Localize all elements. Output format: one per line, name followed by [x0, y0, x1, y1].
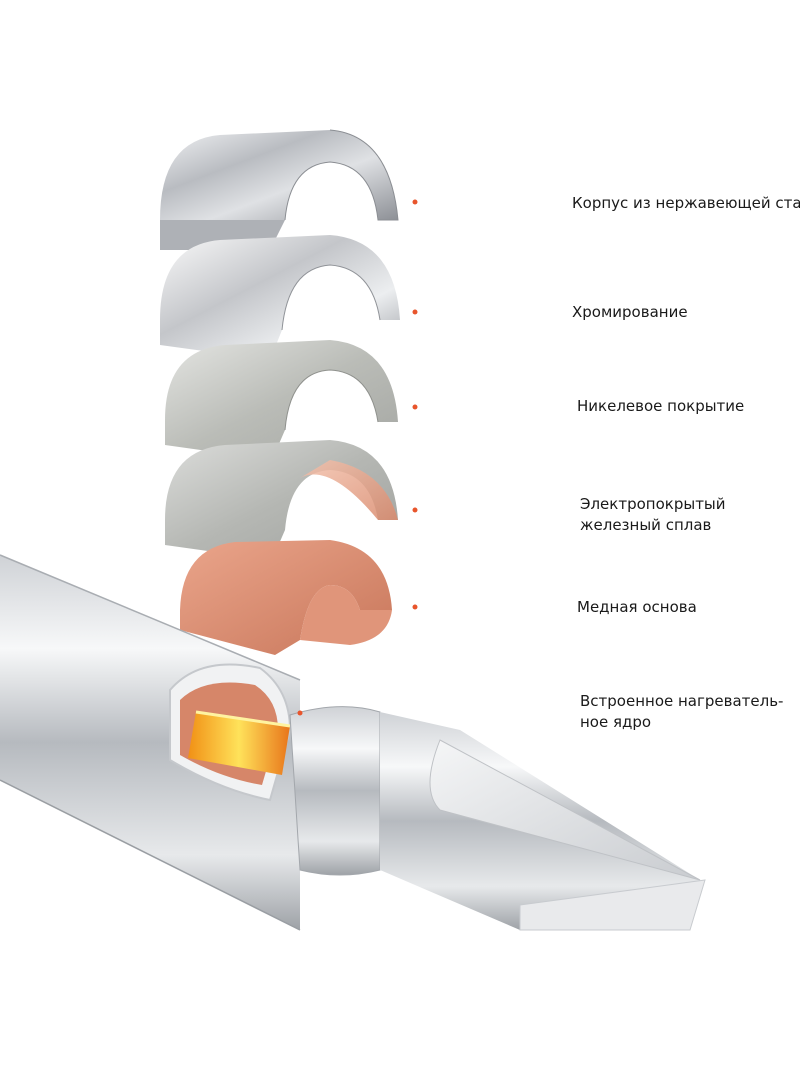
leader-line-chrome: [412, 309, 565, 315]
stainless-shell-layer: [160, 129, 399, 250]
leader-line-stainless-shell: [412, 199, 565, 205]
leader-line-heating-core: [297, 710, 565, 716]
label-copper-line-1: Медная основа: [577, 598, 697, 616]
label-iron-alloy-line-2: железный сплав: [580, 516, 712, 534]
label-chrome-line-1: Хромирование: [572, 303, 688, 321]
soldering-tip-shaft: [0, 554, 706, 931]
label-heating-core-line-1: Встроенное нагреватель-: [580, 692, 784, 710]
label-chrome: Хромирование: [572, 302, 688, 323]
chrome-layer: [160, 235, 400, 360]
leader-lines: [297, 199, 565, 716]
label-heating-core-line-2: ное ядро: [580, 713, 652, 731]
label-iron-alloy: Электропокрытый железный сплав: [580, 494, 726, 536]
label-copper: Медная основа: [577, 597, 697, 618]
leader-line-nickel: [412, 404, 565, 410]
label-nickel-line-1: Никелевое покрытие: [577, 397, 745, 415]
label-nickel: Никелевое покрытие: [577, 396, 744, 417]
nickel-layer: [165, 340, 398, 460]
label-stainless-shell: Корпус из нержавеющей стали: [572, 193, 800, 214]
copper-base-layer: [180, 540, 392, 655]
label-heating-core: Встроенное нагреватель- ное ядро: [580, 691, 783, 733]
label-iron-alloy-line-1: Электропокрытый: [580, 495, 726, 513]
label-stainless-shell-line-1: Корпус из нержавеющей стали: [572, 194, 800, 212]
leader-line-iron-alloy: [412, 507, 565, 513]
iron-alloy-layer: [165, 440, 398, 560]
leader-line-copper: [412, 604, 565, 610]
